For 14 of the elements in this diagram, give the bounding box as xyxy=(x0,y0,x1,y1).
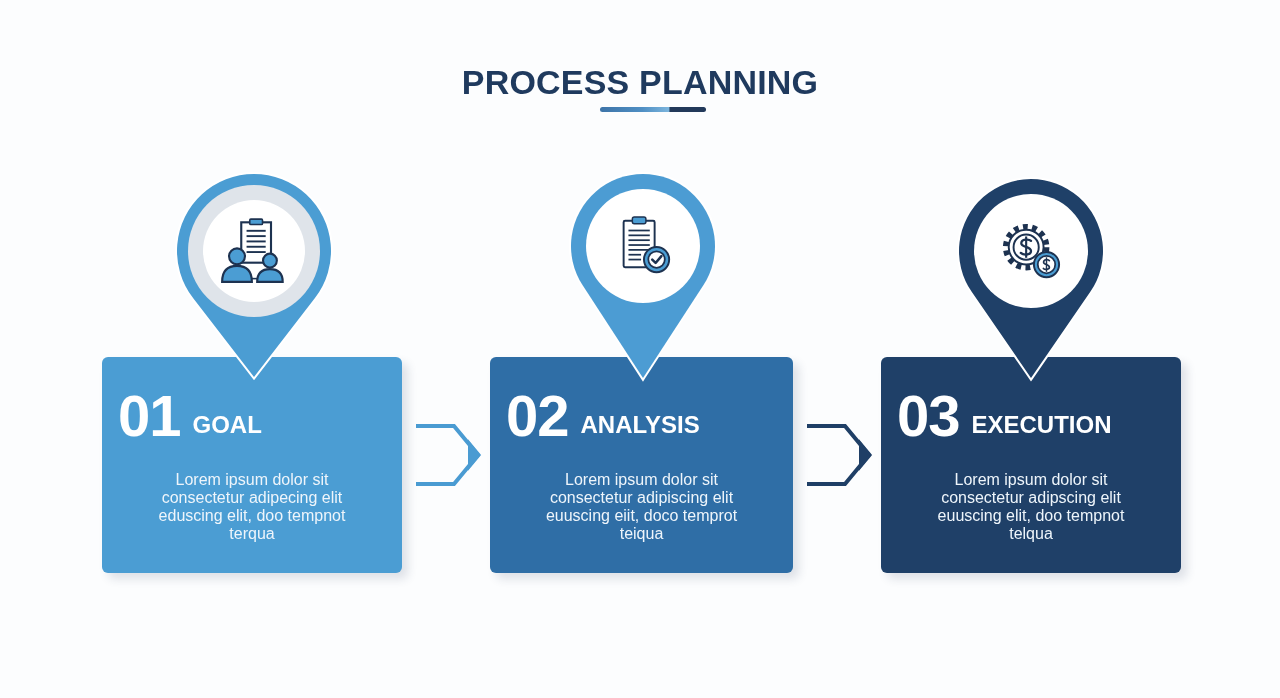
step-number: 01 xyxy=(118,387,181,445)
diagram-title: PROCESS PLANNING xyxy=(461,62,819,102)
step-description: Lorem ipsum dolor sit consectetur adipiscing elit euuscing eiit, doco temprot teiqua xyxy=(544,471,739,543)
chevron-arrow xyxy=(414,424,482,486)
step-card xyxy=(102,357,402,573)
step-title: ANALYSIS xyxy=(580,411,700,440)
step-title: EXECUTION xyxy=(971,411,1112,440)
chevron-arrow xyxy=(805,424,873,486)
step-number: 02 xyxy=(506,387,569,445)
step-card xyxy=(490,357,793,573)
step-number: 03 xyxy=(897,387,960,445)
step-description: Lorem ipsum dolor sit consectetur adipscing elit euuscing elit, doo tempnot telqua xyxy=(936,471,1126,543)
step-description: Lorem ipsum dolor sit consectetur adipecing elit eduscing elit, doo tempnot terqua xyxy=(157,471,347,543)
step-title: GOAL xyxy=(192,411,262,440)
